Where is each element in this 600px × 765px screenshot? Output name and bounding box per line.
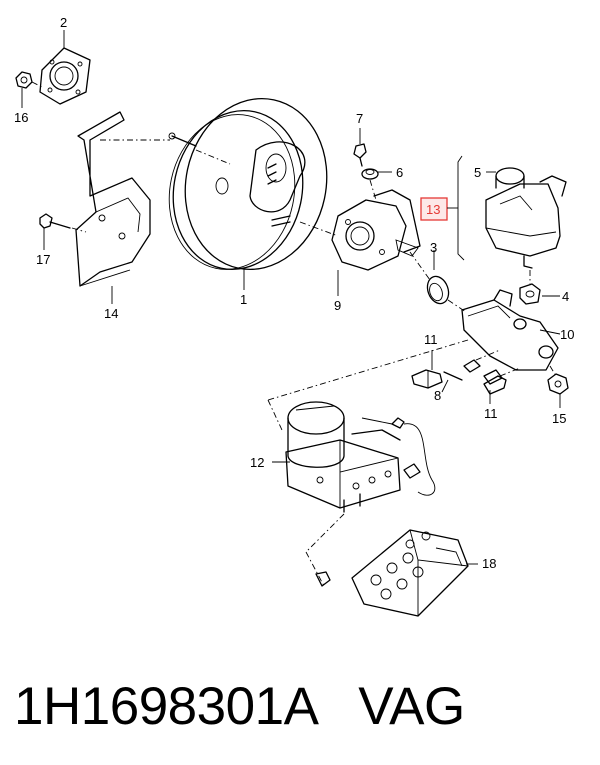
- callout-18: 18: [482, 556, 496, 571]
- callout-17: 17: [36, 252, 50, 267]
- brake-booster-part: [168, 97, 328, 271]
- mounting-plate-part: [331, 189, 421, 271]
- fitting-part-11-left: [411, 369, 443, 389]
- brake-pipe-part-8: [443, 359, 503, 385]
- grommet-part-4: [519, 283, 541, 305]
- callout-11-left: 11: [424, 332, 438, 347]
- caption-gap: [316, 677, 359, 736]
- fitting-part-11-right: [483, 375, 507, 395]
- callout-4: 4: [562, 289, 569, 304]
- highlight-box-13: [420, 197, 448, 221]
- callout-8: 8: [434, 388, 441, 403]
- callout-5: 5: [474, 165, 481, 180]
- callout-1: 1: [240, 292, 247, 307]
- brand-name: VAG: [358, 677, 465, 736]
- control-module-part: [351, 529, 469, 617]
- nut-part-15: [547, 373, 569, 395]
- abs-pump-unit-part: [285, 401, 405, 513]
- callout-13: 13: [426, 202, 440, 217]
- callout-6: 6: [396, 165, 403, 180]
- parts-exploded-diagram: 2 16 17 14 1 7 6 9 3 5 13 4 10 11 8 11 1…: [14, 15, 574, 617]
- callout-3: 3: [430, 240, 437, 255]
- gasket-plate-part: [39, 47, 91, 105]
- nut-part-16: [15, 71, 33, 89]
- callout-11-right: 11: [484, 406, 498, 421]
- part-number-caption: 1H1698301A VAG: [14, 672, 594, 742]
- reservoir-part: [485, 167, 567, 269]
- screw-part-7: [353, 143, 367, 167]
- master-cylinder-part: [461, 289, 559, 371]
- screw-part-18: [315, 571, 331, 587]
- callout-9: 9: [334, 298, 341, 313]
- bolt-part-17: [39, 213, 71, 229]
- grommet-part-6: [361, 168, 379, 180]
- callout-2: 2: [60, 15, 67, 30]
- bracket-part: [75, 111, 151, 287]
- callout-14: 14: [104, 306, 118, 321]
- callout-12: 12: [250, 455, 264, 470]
- callout-7: 7: [356, 111, 363, 126]
- callout-15: 15: [552, 411, 566, 426]
- callout-16: 16: [14, 110, 28, 125]
- seal-ring-part: [426, 275, 450, 305]
- part-number: 1H1698301A: [14, 677, 316, 736]
- callout-10: 10: [560, 327, 574, 342]
